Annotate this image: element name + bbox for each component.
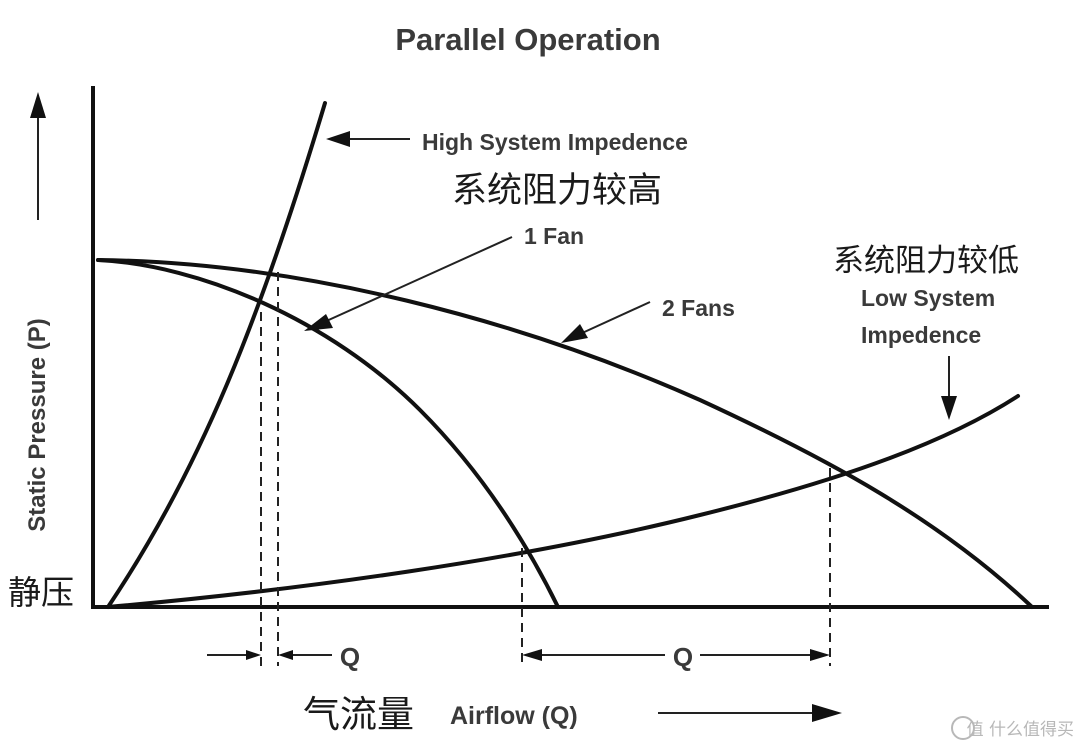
delta-q-right-label: Q (673, 642, 693, 672)
high-impedance-label-zh: 系统阻力较高 (452, 171, 662, 211)
one-fan-curve (96, 258, 560, 609)
two-fans-curve (96, 258, 1034, 609)
x-direction-arrow (658, 704, 842, 722)
y-axis-label-zh: 静压 (8, 573, 74, 612)
low-impedance-label-line2: Impedence (861, 322, 981, 348)
delta-q-left-label: Q (340, 642, 360, 672)
low-impedance-label-zh: 系统阻力较低 (833, 243, 1019, 279)
two-fans-pointer (561, 301, 651, 343)
watermark-text: 值 什么值得买 (967, 720, 1074, 740)
diagram-title: Parallel Operation (395, 22, 660, 57)
y-axis-label: Static Pressure (P) (24, 318, 51, 531)
delta-q-left-dimension (207, 650, 332, 660)
low-impedance-label-line1: Low System (861, 285, 995, 311)
one-fan-pointer (304, 236, 513, 331)
delta-q-right-dimension (522, 649, 830, 661)
low-impedance-pointer (941, 356, 957, 420)
one-fan-label: 1 Fan (524, 223, 584, 249)
y-direction-arrow (30, 92, 46, 220)
two-fans-label: 2 Fans (662, 295, 735, 321)
x-axis-label-zh: 气流量 (303, 693, 414, 736)
high-impedance-label: High System Impedence (422, 129, 688, 155)
high-impedance-pointer (326, 131, 410, 147)
low-impedance-curve (106, 394, 1020, 609)
watermark: 值 什么值得买 (951, 716, 1074, 740)
high-impedance-curve (106, 101, 327, 609)
x-axis-label: Airflow (Q) (450, 702, 578, 730)
